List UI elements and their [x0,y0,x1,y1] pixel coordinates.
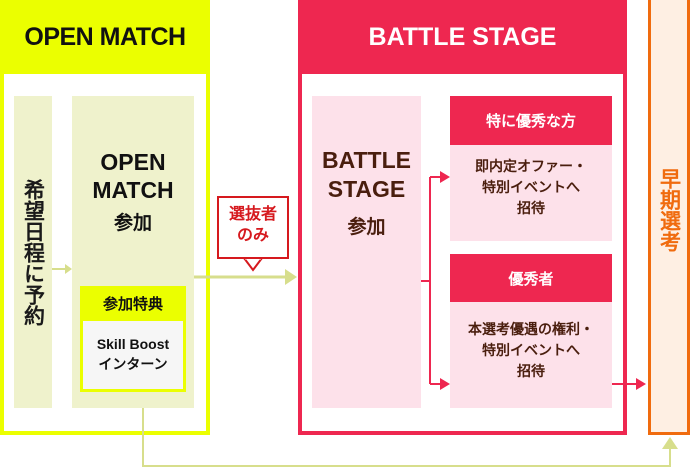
outcome-line: 特別イベントへ [482,180,580,196]
balloon-line: 選抜者 [228,204,277,223]
perk-line: インターン [98,356,168,372]
outcome-line: 招待 [517,364,545,380]
open-match-header: OPEN MATCH [0,0,210,74]
selected-only-balloon [217,196,289,259]
arrow-right-icon [52,264,72,274]
arrow-up-icon [142,408,678,467]
outcome-line: 本選考優遇の権利・ [468,322,594,338]
open-match-participation-sub: 参加 [113,212,152,234]
reserve-step-label: 希望日程に予約 [21,178,46,326]
branch-connector [421,171,450,390]
perk-line: Skill Boost [96,336,170,352]
title-line: BATTLE [321,147,411,173]
early-selection-column [648,0,690,435]
perk-header: 参加特典 [80,286,186,321]
battle-stage-participation-sub: 参加 [347,216,386,238]
arrow-right-icon [440,171,450,183]
perk-body: Skill Boost インターン [80,334,186,374]
outcome-card-body: 本選考優遇の権利・ 特別イベントへ 招待 [450,320,612,383]
outcome-card-header: 特に優秀な方 [450,96,612,145]
selected-only-label: 選抜者 のみ [217,203,289,245]
title-line: MATCH [92,177,174,203]
title-line: OPEN [100,149,166,175]
arrow-right-icon [612,378,646,390]
outcome-line: 招待 [517,201,545,217]
title-line: STAGE [327,176,406,202]
outcome-line: 特別イベントへ [482,343,580,359]
battle-stage-header: BATTLE STAGE [298,0,627,74]
outcome-line: 即内定オファー・ [475,159,587,175]
arrow-right-icon [440,378,450,390]
balloon-tail [242,256,264,272]
outcome-card-header: 優秀者 [450,254,612,302]
arrow-right-icon [194,269,297,285]
outcome-card-body: 即内定オファー・ 特別イベントへ 招待 [450,157,612,220]
open-match-participation-title: OPEN MATCH [72,148,194,204]
early-selection-text: 早期選考 [657,168,682,252]
balloon-line: のみ [236,225,269,244]
reserve-step: 希望日程に予約 [14,96,52,408]
battle-stage-section [298,0,627,435]
battle-stage-participation-title: BATTLE STAGE [312,146,421,204]
open-match-section [0,0,210,435]
battle-stage-participation-panel [312,96,421,408]
early-selection-label: 早期選考 [648,168,690,258]
